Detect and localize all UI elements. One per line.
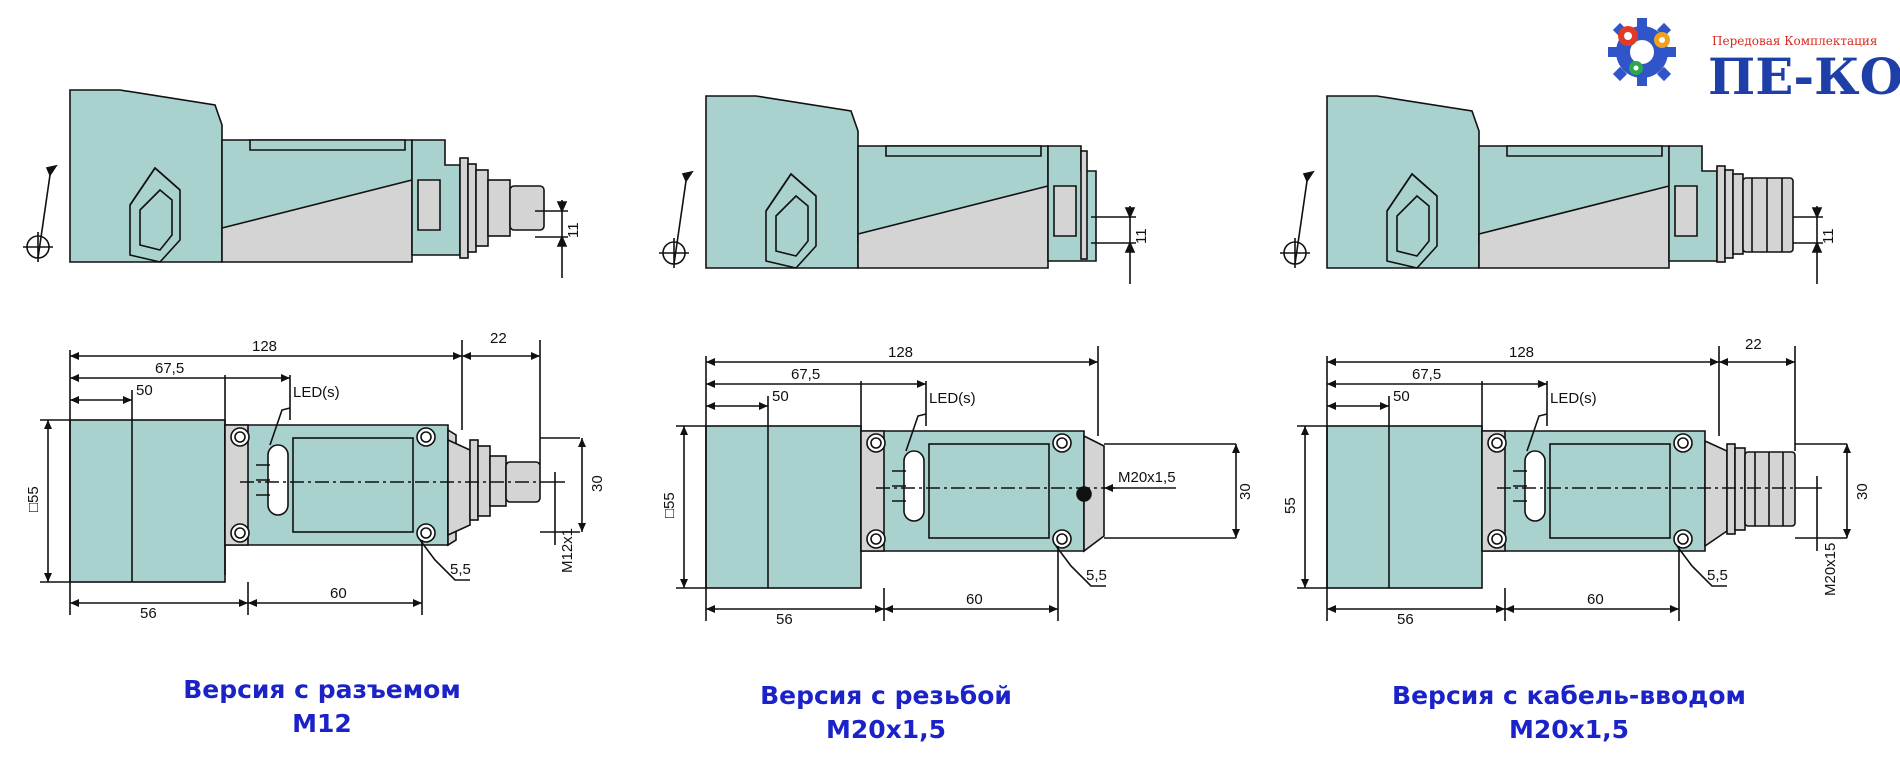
caption-line1: Версия с резьбой — [760, 681, 1012, 710]
front-view — [1297, 346, 1851, 621]
side-view — [23, 89, 568, 278]
dim-30: 30 — [589, 475, 606, 492]
led-window — [267, 444, 289, 516]
variant-connector-m12: 11 — [23, 89, 606, 738]
caption-line2: M20x1,5 — [826, 715, 946, 744]
dim-60: 60 — [1587, 591, 1604, 608]
company-logo: Передовая Комплектация ПЕ-КО — [1608, 18, 1900, 106]
front-head — [705, 425, 862, 589]
dim-thread: M20x15 — [1822, 543, 1839, 596]
dim-11: 11 — [565, 222, 582, 238]
dim-50: 50 — [1393, 388, 1410, 405]
led-label: LED(s) — [1550, 390, 1597, 407]
front-cap — [1083, 434, 1105, 553]
dim-128: 128 — [1509, 344, 1534, 361]
gland-tail — [1716, 165, 1794, 263]
dim-thread: M20x1,5 — [1118, 469, 1176, 486]
led-label: LED(s) — [929, 390, 976, 407]
dim-30: 30 — [1854, 483, 1871, 500]
dim-square-55: □55 — [25, 486, 42, 512]
connector-tail-front — [447, 438, 541, 537]
front-view — [40, 340, 586, 615]
dim-22: 22 — [1745, 336, 1762, 353]
front-head — [1326, 425, 1483, 589]
dim-50: 50 — [772, 388, 789, 405]
dim-55: 55 — [1282, 497, 1299, 514]
dim-5-5: 5,5 — [1707, 567, 1728, 584]
dim-67-5: 67,5 — [155, 360, 184, 377]
led-window — [903, 450, 925, 522]
dim-50: 50 — [136, 382, 153, 399]
variant-thread-m20: 11 — [659, 95, 1254, 744]
dim-5-5: 5,5 — [450, 561, 471, 578]
dim-30: 30 — [1237, 483, 1254, 500]
caption-line2: M12 — [292, 709, 352, 738]
front-view — [676, 346, 1240, 621]
connector-tail — [459, 157, 545, 259]
thread-tail — [1080, 150, 1088, 260]
sensor-head — [705, 95, 859, 269]
dim-128: 128 — [888, 344, 913, 361]
dim-56: 56 — [140, 605, 157, 622]
dim-22: 22 — [490, 330, 507, 347]
dim-56: 56 — [1397, 611, 1414, 628]
body-base — [1478, 184, 1670, 269]
caption-line2: M20x1,5 — [1509, 715, 1629, 744]
dim-thread: M12x1 — [559, 528, 576, 573]
dim-11: 11 — [1133, 228, 1150, 244]
gland-tail-front — [1704, 439, 1796, 548]
dim-5-5: 5,5 — [1086, 567, 1107, 584]
front-head — [69, 419, 226, 583]
gear-icon — [1608, 18, 1676, 86]
led-window — [1524, 450, 1546, 522]
logo-tagline: Передовая Комплектация — [1712, 34, 1877, 48]
dim-60: 60 — [330, 585, 347, 602]
dim-11: 11 — [1820, 228, 1837, 244]
body-base — [221, 178, 413, 263]
variant-cable-gland-m20: 11 — [1280, 95, 1871, 744]
caption-line1: Версия с кабель-вводом — [1392, 681, 1746, 710]
dim-60: 60 — [966, 591, 983, 608]
dim-56: 56 — [776, 611, 793, 628]
caption-line1: Версия с разъемом — [183, 675, 461, 704]
logo-name: ПЕ-КО — [1708, 47, 1900, 106]
dim-128: 128 — [252, 338, 277, 355]
sensor-head — [69, 89, 223, 263]
led-label: LED(s) — [293, 384, 340, 401]
dim-67-5: 67,5 — [1412, 366, 1441, 383]
side-view — [659, 95, 1136, 284]
sensor-head — [1326, 95, 1480, 269]
dim-67-5: 67,5 — [791, 366, 820, 383]
side-view — [1280, 95, 1823, 284]
dim-square-55: □55 — [661, 492, 678, 518]
body-base — [857, 184, 1049, 269]
